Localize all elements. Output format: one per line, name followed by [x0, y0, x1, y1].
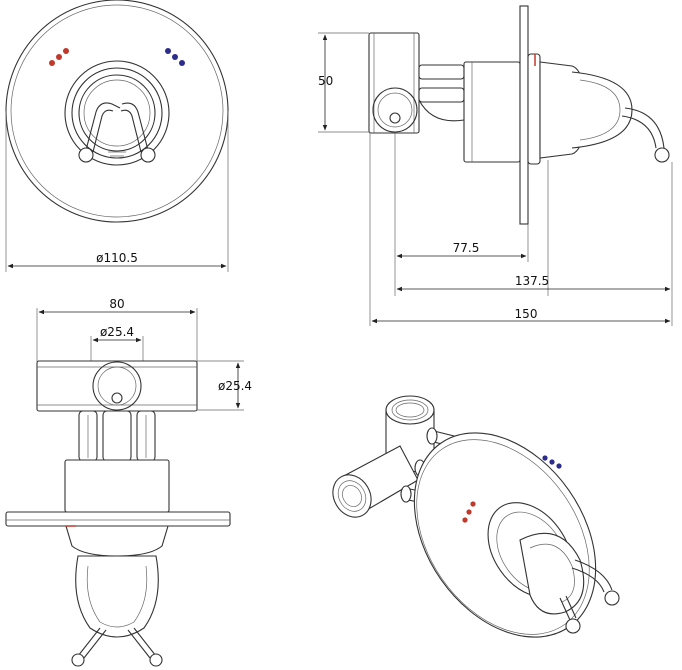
hot-indicator-dots: [49, 48, 69, 66]
iso-cold-indicator-dots: [542, 455, 562, 469]
top-inlet-diameter-label: ø25.4: [100, 325, 134, 339]
front-diameter-label: ø110.5: [96, 251, 138, 265]
iso-hot-indicator-dots: [462, 501, 476, 523]
side-depth-2-label: 137.5: [515, 274, 549, 288]
top-inlet-height-label: ø25.4: [218, 379, 252, 393]
side-depth-3-label: 150: [515, 307, 538, 321]
isometric-view: [332, 395, 620, 638]
front-view: ø110.5: [5, 0, 229, 272]
side-depth-1-label: 77.5: [453, 241, 480, 255]
side-view: 50 77.5 137.5 150: [318, 5, 673, 326]
side-height-label: 50: [318, 74, 333, 88]
cold-indicator-dots: [165, 48, 185, 66]
top-width-label: 80: [109, 297, 124, 311]
top-view: 80 ø25.4 ø25.4: [5, 297, 252, 667]
